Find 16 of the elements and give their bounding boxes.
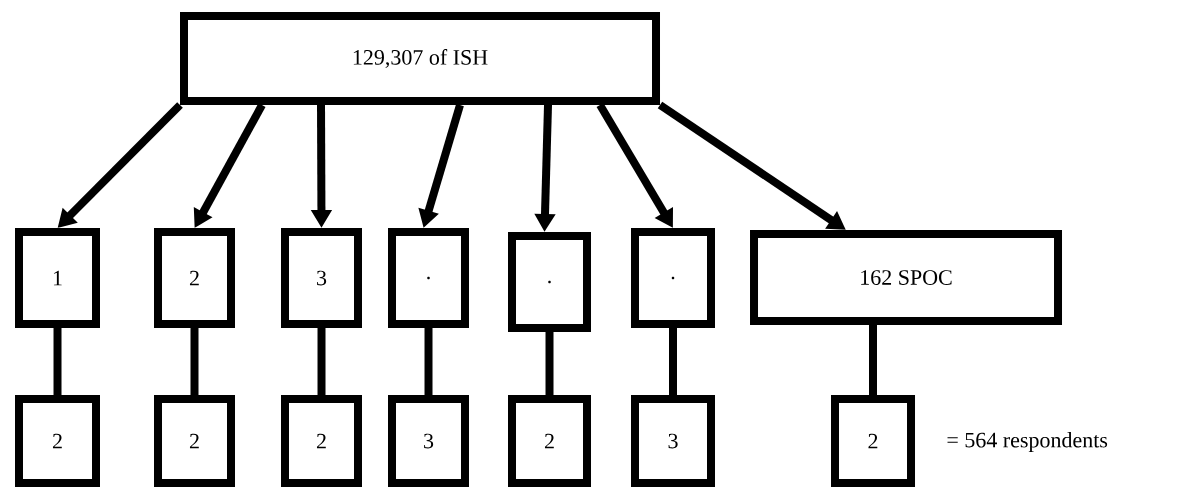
- note: = 564 respondents: [947, 432, 1108, 452]
- box: .: [508, 232, 591, 332]
- box: .: [631, 228, 715, 328]
- box: 3: [631, 395, 715, 487]
- box: 3: [281, 228, 362, 328]
- box: 2: [154, 395, 235, 487]
- box: 2: [831, 395, 915, 487]
- box: 1: [15, 228, 100, 328]
- box: 2: [281, 395, 362, 487]
- box: 129,307 of ISH: [180, 12, 660, 105]
- box: 3: [388, 395, 469, 487]
- box: 162 SPOC: [750, 230, 1062, 325]
- box: 2: [15, 395, 100, 487]
- box: .: [388, 228, 469, 328]
- box: 2: [154, 228, 235, 328]
- box: 2: [508, 395, 591, 487]
